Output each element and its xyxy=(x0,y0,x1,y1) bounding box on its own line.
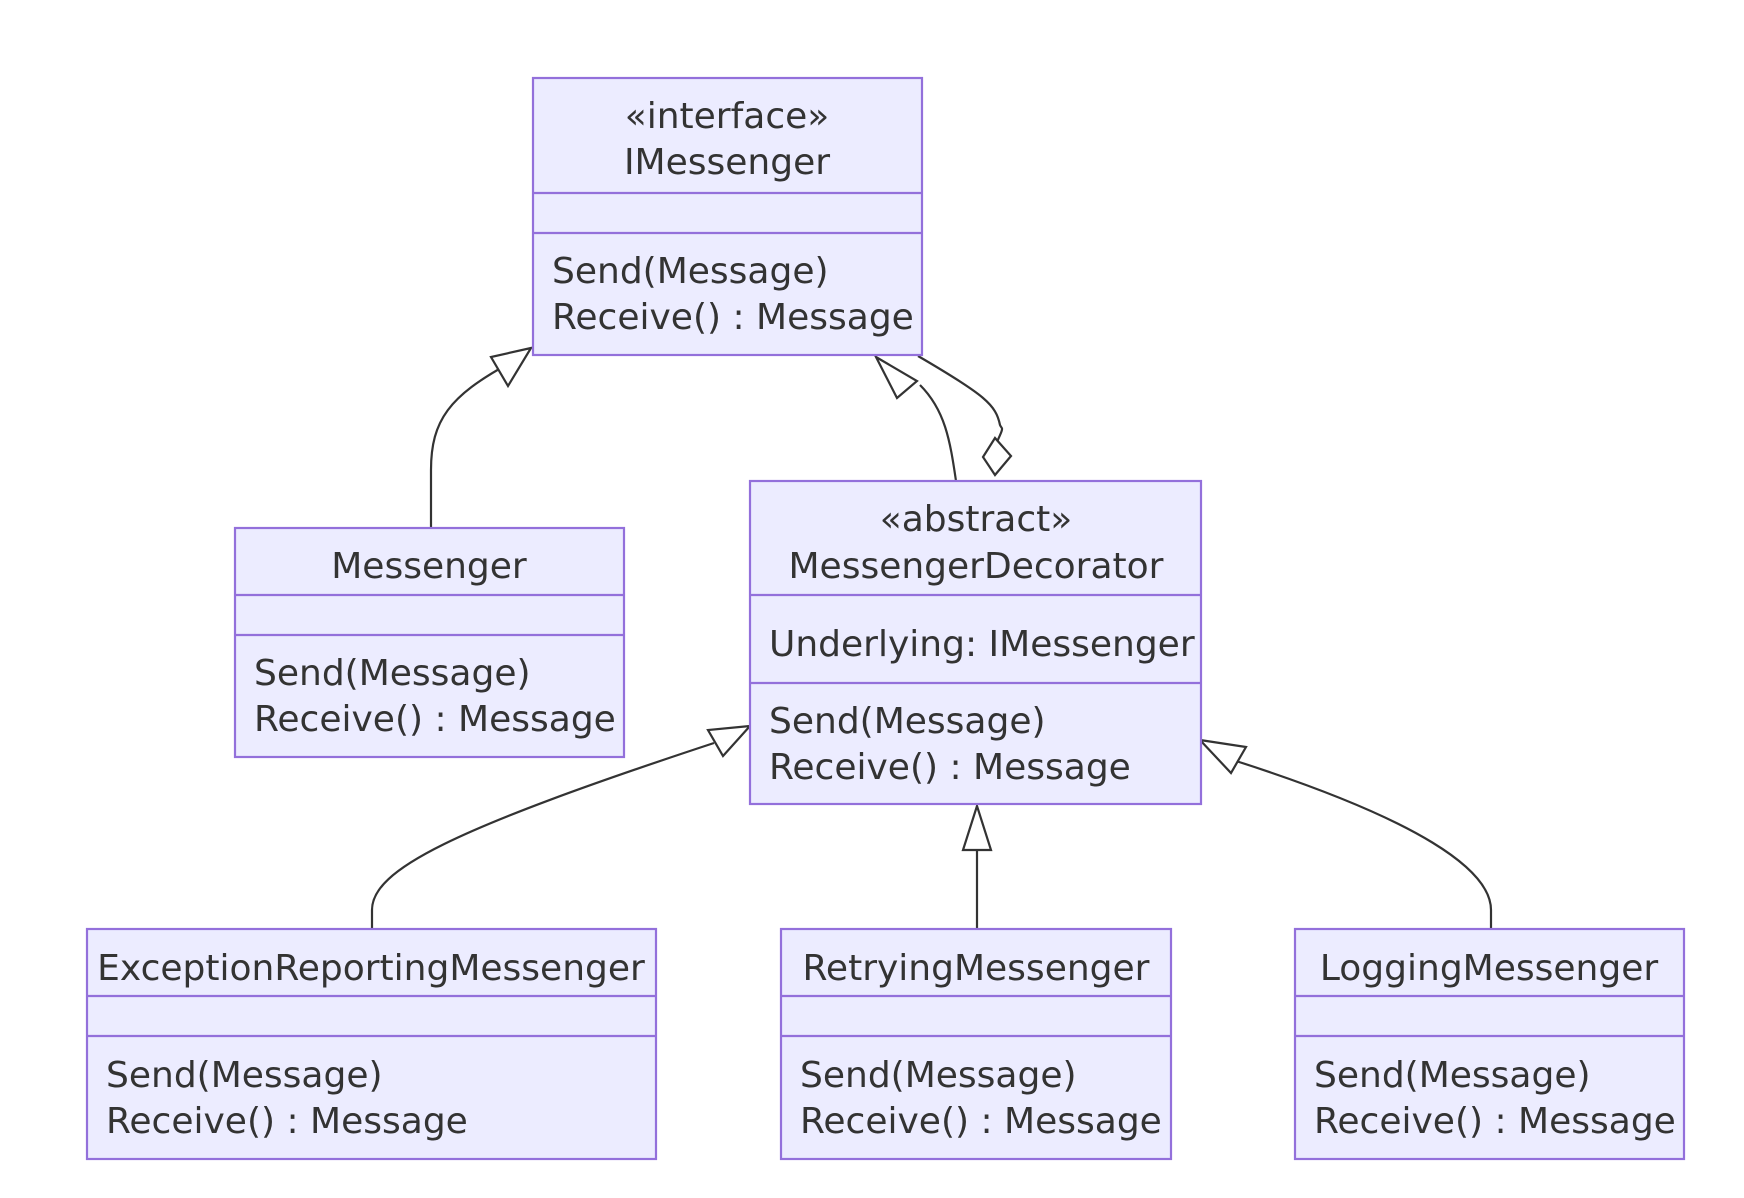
class-box xyxy=(748,479,1203,806)
hollow-triangle-arrowhead xyxy=(489,346,534,389)
arrow-heads xyxy=(489,346,1248,852)
class-name: RetryingMessenger xyxy=(803,948,1150,989)
class-method: Send(Message) xyxy=(106,1055,383,1096)
edge-decorator-to-imessenger-realization xyxy=(919,384,958,482)
class-stereotype: «abstract» xyxy=(880,499,1073,540)
hollow-triangle-arrowhead xyxy=(961,802,993,852)
class-method: Send(Message) xyxy=(254,653,531,694)
class-imessenger[interactable]: «interface» IMessenger Send(Message) Rec… xyxy=(531,76,924,357)
class-box xyxy=(779,927,1173,1161)
class-exceptionreportingmessenger[interactable]: ExceptionReportingMessenger Send(Message… xyxy=(85,927,658,1161)
class-box xyxy=(1293,927,1686,1161)
class-method: Send(Message) xyxy=(552,251,829,292)
class-box xyxy=(85,927,658,1161)
class-name: IMessenger xyxy=(624,142,830,183)
aggregation-diamond xyxy=(981,436,1013,477)
class-method: Receive() : Message xyxy=(254,699,616,740)
edge-decorator-to-imessenger-aggregation xyxy=(917,355,1004,447)
class-method: Send(Message) xyxy=(800,1055,1077,1096)
class-method: Receive() : Message xyxy=(800,1101,1162,1142)
edge-messenger-to-imessenger xyxy=(429,363,509,528)
class-method: Receive() : Message xyxy=(1314,1101,1676,1142)
class-method: Send(Message) xyxy=(769,701,1046,742)
hollow-triangle-arrowhead xyxy=(873,354,919,400)
class-name: ExceptionReportingMessenger xyxy=(97,948,645,989)
class-messengerdecorator[interactable]: «abstract» MessengerDecorator Underlying… xyxy=(748,479,1203,806)
class-messenger[interactable]: Messenger Send(Message) Receive() : Mess… xyxy=(233,526,626,759)
edge-logging-to-decorator xyxy=(1235,759,1493,929)
edge-exception-to-decorator xyxy=(370,741,715,929)
class-loggingmessenger[interactable]: LoggingMessenger Send(Message) Receive()… xyxy=(1293,927,1686,1161)
class-stereotype: «interface» xyxy=(625,96,830,137)
class-method: Receive() : Message xyxy=(769,747,1131,788)
class-name: Messenger xyxy=(331,546,527,587)
class-box xyxy=(531,76,924,357)
class-retryingmessenger[interactable]: RetryingMessenger Send(Message) Receive(… xyxy=(779,927,1173,1161)
class-name: LoggingMessenger xyxy=(1320,948,1659,989)
class-name: MessengerDecorator xyxy=(789,546,1164,587)
class-method: Receive() : Message xyxy=(106,1101,468,1142)
class-method: Receive() : Message xyxy=(552,297,914,338)
class-attribute: Underlying: IMessenger xyxy=(769,624,1195,665)
hollow-triangle-arrowhead xyxy=(1197,738,1248,775)
relationship-edges xyxy=(370,355,1493,929)
class-box xyxy=(233,526,626,759)
class-method: Send(Message) xyxy=(1314,1055,1591,1096)
hollow-triangle-arrowhead xyxy=(706,724,753,758)
